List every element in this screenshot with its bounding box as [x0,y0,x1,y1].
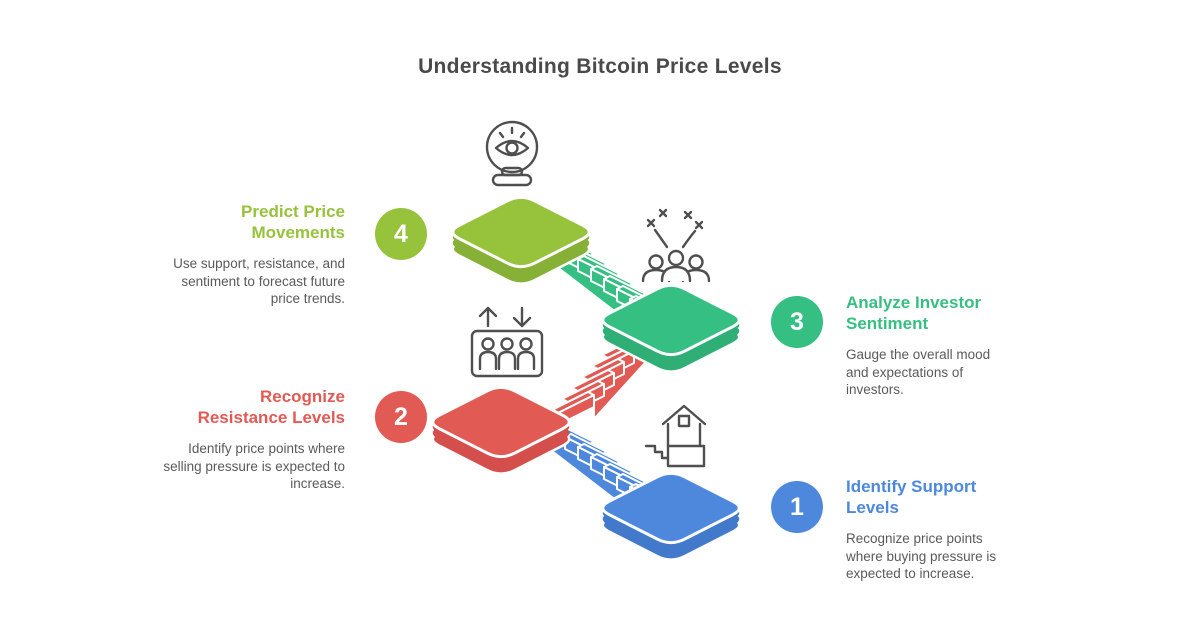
step-1-title: Identify Support Levels [846,477,977,517]
step-3-badge: 3 [771,296,823,348]
step-2-title: Recognize Resistance Levels [197,387,345,427]
step-4-badge: 4 [375,208,427,260]
page-title: Understanding Bitcoin Price Levels [418,55,782,78]
step-2-description: Identify price points where selling pres… [163,441,345,491]
step-4-description: Use support, resistance, and sentiment t… [173,256,345,306]
step-block-1: Identify Support Levels Recognize price … [846,476,1014,583]
step-3-title: Analyze Investor Sentiment [846,293,982,333]
step-block-2: Recognize Resistance Levels Identify pri… [163,386,345,493]
elevator-icon [470,306,544,378]
step-4-number: 4 [394,219,408,248]
step-2-number: 2 [394,402,408,431]
house-on-cliff-icon [644,404,707,468]
step-1-number: 1 [790,492,804,521]
crowd-arrows-icon [641,208,711,283]
platform-step-2 [431,385,571,475]
step-block-3: Analyze Investor Sentiment Gauge the ove… [846,292,1008,399]
step-4-title: Predict Price Movements [241,202,345,242]
step-1-badge: 1 [771,481,823,533]
step-3-number: 3 [790,307,804,336]
step-block-4: Predict Price Movements Use support, res… [173,201,345,308]
crystal-ball-icon [485,120,539,187]
step-2-badge: 2 [375,391,427,443]
step-1-description: Recognize price points where buying pres… [846,531,997,581]
step-3-description: Gauge the overall mood and expectations … [846,347,991,397]
